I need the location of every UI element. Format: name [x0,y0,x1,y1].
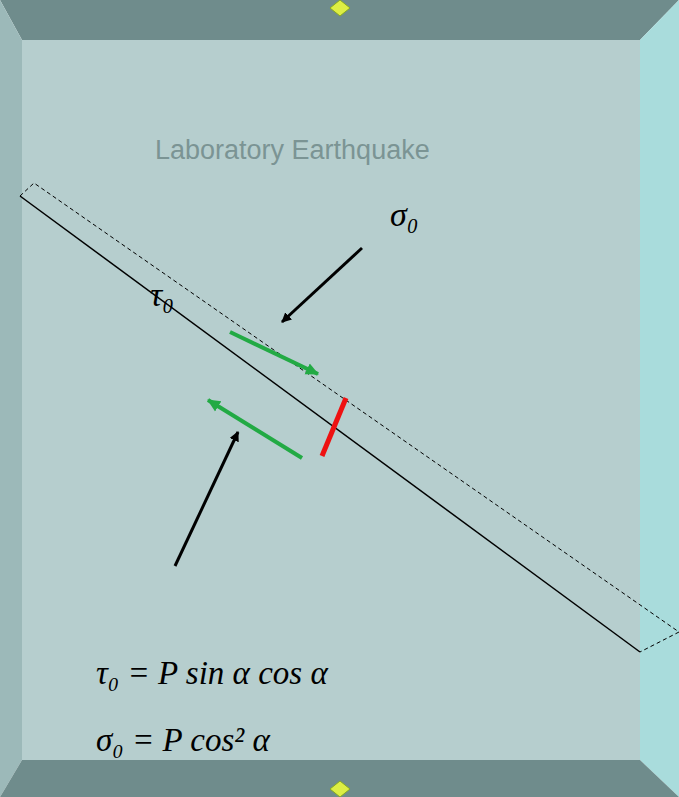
shear-stress-arrow [208,400,302,458]
top-bevel [0,0,679,40]
bottom-bevel [0,760,679,797]
stress-symbol: τ₀ [150,276,174,313]
rupture-front [322,398,346,456]
formula: τ₀ = P sin α cos α [96,655,328,691]
normal-stress-arrow [175,432,238,566]
right-bevel [640,0,679,797]
load-point [330,781,350,797]
stress-symbol: σ₀ [390,196,419,233]
formula: σ₀ = P cos² α [96,722,270,758]
load-point [330,0,350,16]
title-label: Laboratory Earthquake [155,136,430,166]
shear-stress-arrow [230,332,318,374]
normal-stress-arrow [282,248,362,322]
front-face [22,40,640,760]
fault-zone-outline [20,183,679,652]
fault-line [20,196,640,652]
left-bevel [0,0,22,797]
